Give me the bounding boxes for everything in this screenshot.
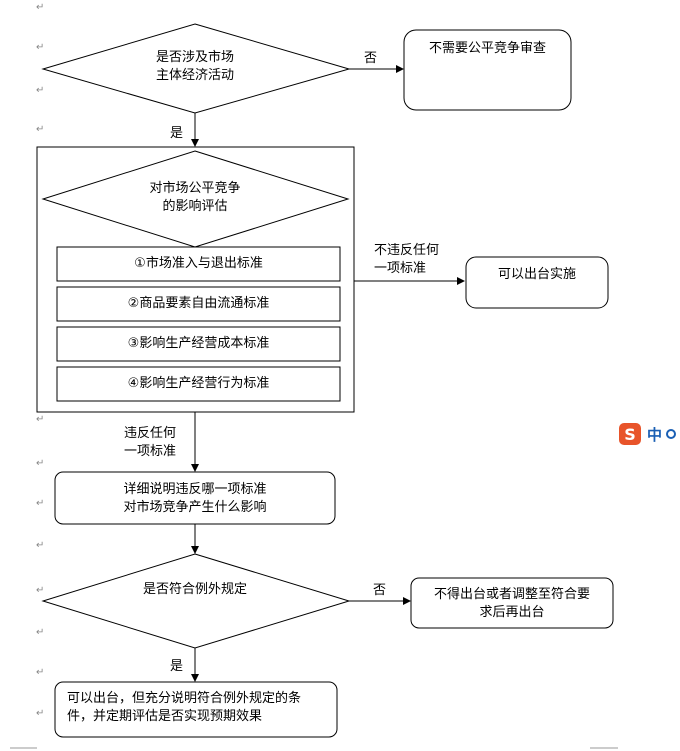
violation-label: 违反任何 一项标准	[124, 425, 176, 461]
decision1-line2: 主体经济活动	[155, 68, 234, 83]
ime-logo-icon[interactable]: S	[619, 423, 641, 445]
no-violation-line1: 不违反任何	[374, 243, 440, 258]
yes-label-1: 是	[170, 126, 184, 141]
standard-box-3	[56, 326, 341, 362]
final-line2: 件，并定期评估是否实现预期效果	[67, 709, 263, 724]
final-line1: 可以出台，但充分说明符合例外规定的条	[67, 691, 302, 706]
no-review-label: 不需要公平竞争审查	[428, 41, 546, 56]
ime-punctuation-icon[interactable]	[666, 429, 677, 439]
can-implement-label: 可以出台实施	[497, 267, 576, 282]
violation-line1: 违反任何	[124, 426, 177, 441]
explain-line1: 详细说明违反哪一项标准	[123, 482, 267, 497]
decision2-shape	[41, 553, 351, 649]
paragraph-mark: ↵	[36, 85, 45, 96]
standard-label-2: ②商品要素自由流通标准	[127, 296, 270, 311]
cannot-issue-line1: 不得出台或者调整至符合要	[433, 587, 590, 602]
standard-label-3: ③影响生产经营成本标准	[127, 336, 270, 351]
cannot-issue-line2: 求后再出台	[479, 605, 545, 620]
no-label-2: 否	[373, 583, 387, 598]
paragraph-mark: ↵	[36, 498, 45, 509]
yes-label-2: 是	[170, 659, 184, 674]
paragraph-mark: ↵	[36, 667, 45, 678]
assessment-line1: 对市场公平竞争	[149, 181, 241, 196]
decision2-label: 是否符合例外规定	[142, 582, 247, 597]
assessment-line2: 的影响评估	[162, 199, 228, 214]
paragraph-mark: ↵	[36, 585, 45, 596]
explain-line2: 对市场竞争产生什么影响	[123, 500, 267, 515]
no-review-box	[403, 29, 572, 111]
can-implement-box	[465, 256, 609, 309]
paragraph-mark: ↵	[36, 2, 45, 13]
paragraph-mark: ↵	[36, 627, 45, 638]
no-violation-label: 不违反任何 一项标准	[374, 242, 439, 278]
paragraph-mark: ↵	[36, 414, 45, 425]
cannot-issue-box	[410, 577, 614, 629]
paragraph-mark: ↵	[36, 124, 45, 135]
paragraph-mark: ↵	[36, 708, 45, 719]
standard-box-4	[56, 366, 341, 402]
paragraph-mark: ↵	[36, 540, 45, 551]
paragraph-mark: ↵	[36, 42, 45, 53]
assessment-label: 对市场公平竞争 的影响评估	[120, 180, 270, 216]
no-violation-line2: 一项标准	[374, 261, 427, 276]
violation-line2: 一项标准	[124, 444, 177, 459]
decision1-line1: 是否涉及市场	[155, 50, 234, 65]
cannot-issue-label: 不得出台或者调整至符合要 求后再出台	[411, 586, 613, 622]
decision1-label: 是否涉及市场 主体经济活动	[120, 49, 270, 85]
standard-label-4: ④影响生产经营行为标准	[127, 376, 270, 391]
standard-box-2	[56, 286, 341, 322]
no-label-1: 否	[364, 51, 378, 66]
standard-label-1: ①市场准入与退出标准	[134, 256, 263, 271]
standard-box-1	[56, 246, 341, 282]
explain-label: 详细说明违反哪一项标准 对市场竞争产生什么影响	[55, 481, 335, 517]
ime-mode-label[interactable]: 中	[647, 425, 663, 444]
final-box	[54, 681, 338, 738]
final-label: 可以出台，但充分说明符合例外规定的条 件，并定期评估是否实现预期效果	[67, 690, 301, 726]
paragraph-mark: ↵	[36, 458, 45, 469]
ime-toolbar[interactable]: S 中	[619, 420, 680, 448]
